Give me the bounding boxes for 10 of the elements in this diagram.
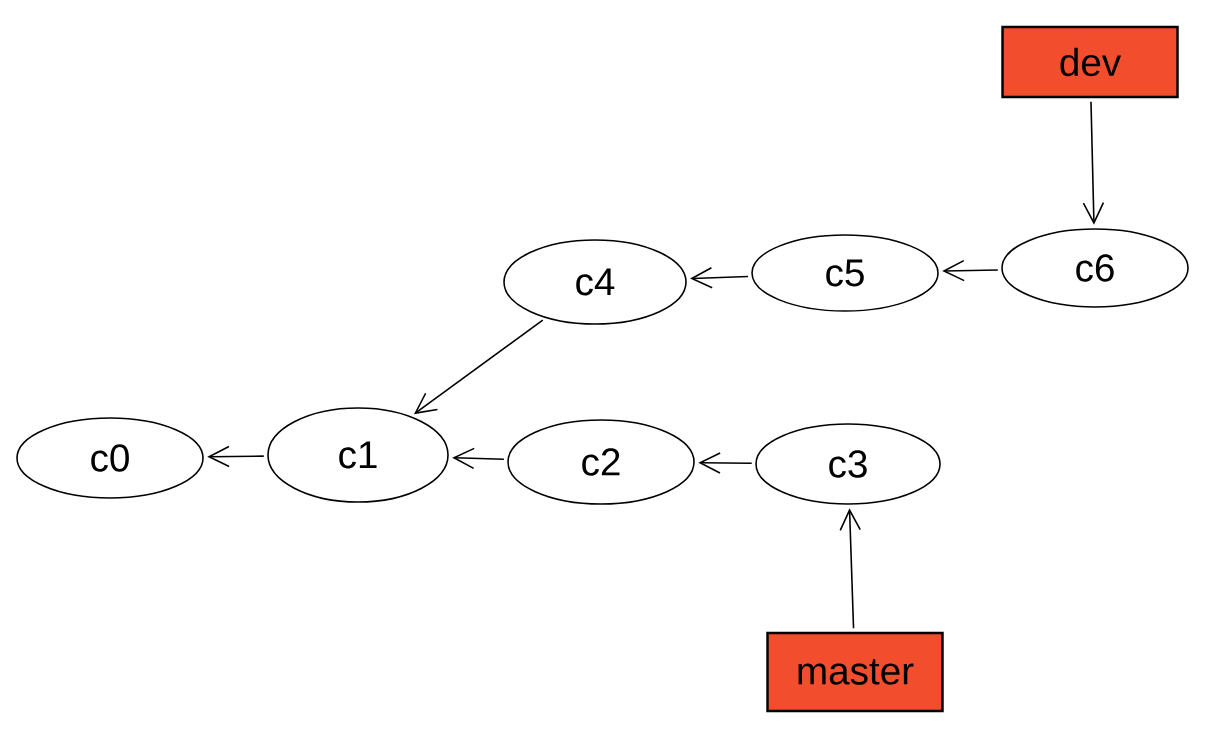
arrow xyxy=(839,508,861,630)
branch-label-box: dev xyxy=(1001,25,1179,99)
arrow xyxy=(452,447,505,470)
arrow xyxy=(698,452,753,474)
arrow xyxy=(207,445,265,468)
arrow xyxy=(942,259,999,282)
branch-label-box: master xyxy=(766,631,944,713)
arrow xyxy=(690,267,749,289)
arrow xyxy=(1082,100,1105,225)
arrow xyxy=(413,319,544,415)
